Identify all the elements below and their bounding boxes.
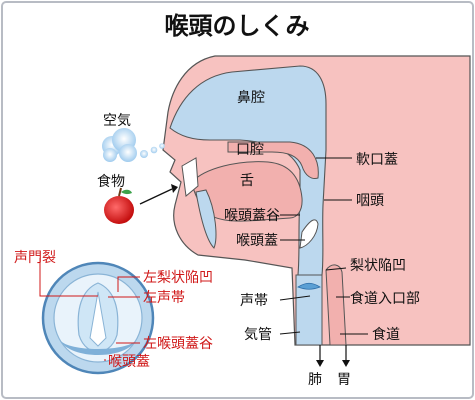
- inset-label-left-piriform: 左梨状陥凹: [143, 269, 213, 286]
- food-arrow-line: [139, 188, 173, 205]
- label-epiglottis: 喉頭蓋: [236, 233, 278, 249]
- label-lung: 肺: [308, 372, 322, 388]
- page-title: 喉頭のしくみ: [165, 12, 310, 40]
- vocal-cord-shape: [297, 282, 321, 290]
- trachea-tube: [295, 274, 323, 346]
- lung-arrow-head: [316, 360, 324, 367]
- label-vocal-cord: 声帯: [240, 293, 268, 309]
- label-vallecula: 喉頭蓋谷: [224, 208, 280, 224]
- label-nasal-cavity: 鼻腔: [237, 89, 265, 106]
- inset-label-left-vocal-cord: 左声帯: [143, 290, 185, 306]
- label-stomach: 胃: [337, 372, 351, 388]
- leader-lines: [279, 157, 368, 335]
- lower-jaw: [195, 189, 217, 249]
- upper-teeth: [181, 157, 199, 197]
- label-air: 空気: [103, 113, 131, 129]
- food-arrow-head: [171, 184, 178, 193]
- soft-palate: [227, 141, 319, 179]
- epiglottis-shape: [299, 219, 319, 249]
- inset-label-epiglottis: 喉頭蓋: [108, 354, 150, 370]
- inset-label-left-vallecula: 左喉頭蓋谷: [143, 336, 213, 352]
- label-trachea: 気管: [244, 327, 272, 343]
- label-oral-cavity: 口腔: [236, 142, 264, 158]
- label-pharynx: 咽頭: [356, 193, 384, 209]
- label-esophageal-inlet: 食道入口部: [350, 290, 420, 307]
- label-esophagus: 食道: [372, 326, 400, 343]
- label-piriform-sinus: 梨状陥凹: [350, 257, 406, 274]
- esophagus-tube: [325, 264, 347, 346]
- label-food: 食物: [97, 173, 125, 190]
- air-cloud-icon: [102, 128, 165, 162]
- label-soft-palate: 軟口蓋: [356, 152, 398, 168]
- inset-label-glottis: 声門裂: [14, 250, 56, 266]
- inset-leader-lines: [39, 258, 140, 361]
- food-apple-icon: [104, 187, 134, 224]
- label-tongue: 舌: [240, 173, 254, 189]
- stomach-arrow-head: [342, 360, 350, 367]
